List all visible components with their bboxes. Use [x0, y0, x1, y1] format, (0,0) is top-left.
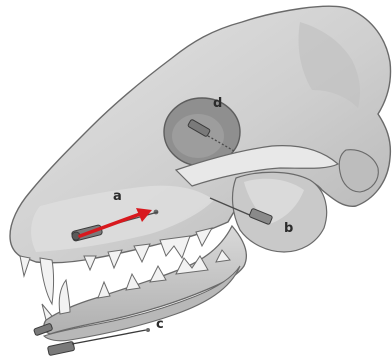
label-c: c: [156, 318, 164, 331]
lower-premolar-1: [98, 282, 110, 298]
upper-carnassial: [160, 236, 190, 258]
label-b: b: [284, 222, 293, 235]
upper-canine: [40, 258, 54, 304]
upper-premolar-2: [108, 250, 122, 268]
upper-incisor: [20, 256, 30, 276]
lower-canine: [59, 280, 70, 314]
label-a: a: [113, 190, 122, 203]
lower-incisor: [42, 304, 52, 320]
lower-premolar-3: [150, 266, 166, 282]
label-d: d: [213, 97, 222, 110]
mental-foramen: [146, 328, 150, 332]
orbit-inner: [172, 114, 224, 158]
needle-c-syringe: [47, 341, 74, 355]
upper-premolar-3: [134, 244, 150, 262]
upper-premolar-1: [84, 256, 96, 270]
lower-premolar-2: [126, 274, 140, 290]
